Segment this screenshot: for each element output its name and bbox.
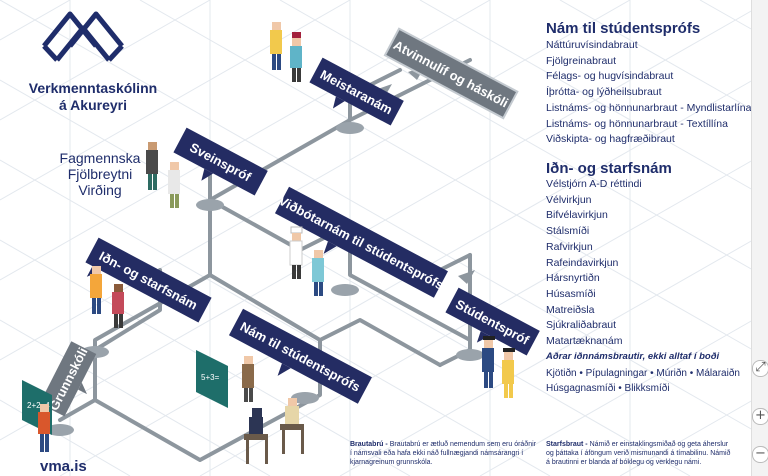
people-figures — [38, 22, 515, 464]
person-figure — [244, 408, 268, 464]
list-item: Matreiðsla — [546, 303, 595, 316]
person-figure — [270, 22, 282, 70]
list-item: Vélstjórn A-D réttindi — [546, 178, 642, 190]
person-figure — [289, 226, 303, 279]
person-figure — [290, 32, 302, 82]
person-figure — [242, 356, 254, 402]
list-item: Vélvirkjun — [546, 193, 592, 206]
person-figure — [280, 398, 304, 454]
brautabru-text: Brautabrú er ætluð nemendum sem eru óráð… — [350, 441, 536, 466]
motto-line: Virðing — [78, 182, 122, 198]
zoom-out-icon[interactable]: − — [752, 446, 768, 463]
list-item: Rafeindavirkjun — [546, 256, 619, 269]
list-item: Náttúruvísindabraut — [546, 39, 638, 51]
school-name-line1: Verkmenntaskólinn — [28, 80, 158, 96]
brautabru-note: Brautabrú - Brautabrú er ætluð nemendum … — [350, 440, 536, 467]
idn-list: Vélstjórn A-D réttindi Vélvirkjun Bifvél… — [546, 177, 642, 350]
starfsbraut-note: Starfsbraut - Námið er einstaklingsmiðað… — [546, 440, 736, 467]
person-figure — [168, 162, 180, 208]
school-motto: Fagmennska Fjölbreytni Virðing — [40, 150, 160, 198]
school-name-line2: á Akureyri — [59, 97, 127, 113]
list-item: Stálsmíði — [546, 225, 590, 238]
motto-line: Fjölbreytni — [67, 166, 133, 182]
list-item: Rafvirkjun — [546, 240, 593, 253]
studentsprof-heading: Nám til stúdentsprófs — [546, 20, 701, 37]
list-item: Listnáms- og hönnunarbraut - Textíllína — [546, 117, 728, 130]
motto-line: Fagmennska — [59, 150, 141, 166]
list-item: Matartæknanám — [546, 335, 623, 348]
person-figure — [482, 336, 495, 388]
person-figure — [38, 404, 50, 452]
starfsbraut-text: Námið er einstaklingsmiðað og geta áhers… — [546, 441, 731, 466]
list-item: Íþrótta- og lýðheilsubraut — [546, 86, 662, 99]
person-figure — [312, 250, 324, 296]
list-item: Viðskipta- og hagfræðibraut — [546, 133, 675, 146]
list-item: Listnáms- og hönnunarbraut - Myndlistarl… — [546, 101, 752, 114]
zoom-in-icon[interactable]: + — [752, 408, 768, 425]
person-figure — [90, 266, 102, 314]
school-name: Verkmenntaskólinn á Akureyri — [18, 80, 168, 114]
viewer-side-panel — [751, 0, 768, 476]
chalkboard-left-text: 2+2=4 — [27, 401, 50, 410]
list-item: Fjölgreinabraut — [546, 54, 617, 67]
list-item: Húsasmíði — [546, 287, 596, 300]
list-item: Sjúkraliðabraut — [546, 319, 617, 332]
list-item: Hársnyrtiðn — [546, 272, 600, 285]
person-figure — [502, 348, 515, 398]
person-figure — [146, 142, 158, 190]
arrow-icon — [458, 270, 475, 284]
sign-atvinnulif: Atvinnulíf og háskóli — [383, 27, 519, 120]
starfsbraut-label: Starfsbraut - — [546, 441, 588, 448]
idn-heading: Iðn- og starfsnám — [546, 160, 672, 177]
expand-icon[interactable]: ⤢ — [752, 360, 768, 377]
list-item: Félags- og hugvísindabraut — [546, 70, 674, 83]
studentsprof-list: Náttúruvísindabraut Fjölgreinabraut Féla… — [546, 38, 751, 148]
other-programs-list: Kjötiðn • Pípulagningar • Múriðn • Málar… — [546, 368, 740, 394]
school-url[interactable]: vma.is — [40, 458, 87, 475]
other-programs-heading: Aðrar iðnnámsbrautir, ekki alltaf í boði — [546, 351, 720, 362]
list-item: Bifvélavirkjun — [546, 209, 608, 222]
chalkboard-mid: 5+3= — [196, 350, 228, 408]
school-logo-icon — [42, 11, 124, 62]
person-figure — [112, 284, 124, 328]
chalkboard-mid-text: 5+3= — [201, 373, 220, 382]
brautabru-label: Brautabrú - — [350, 441, 388, 448]
